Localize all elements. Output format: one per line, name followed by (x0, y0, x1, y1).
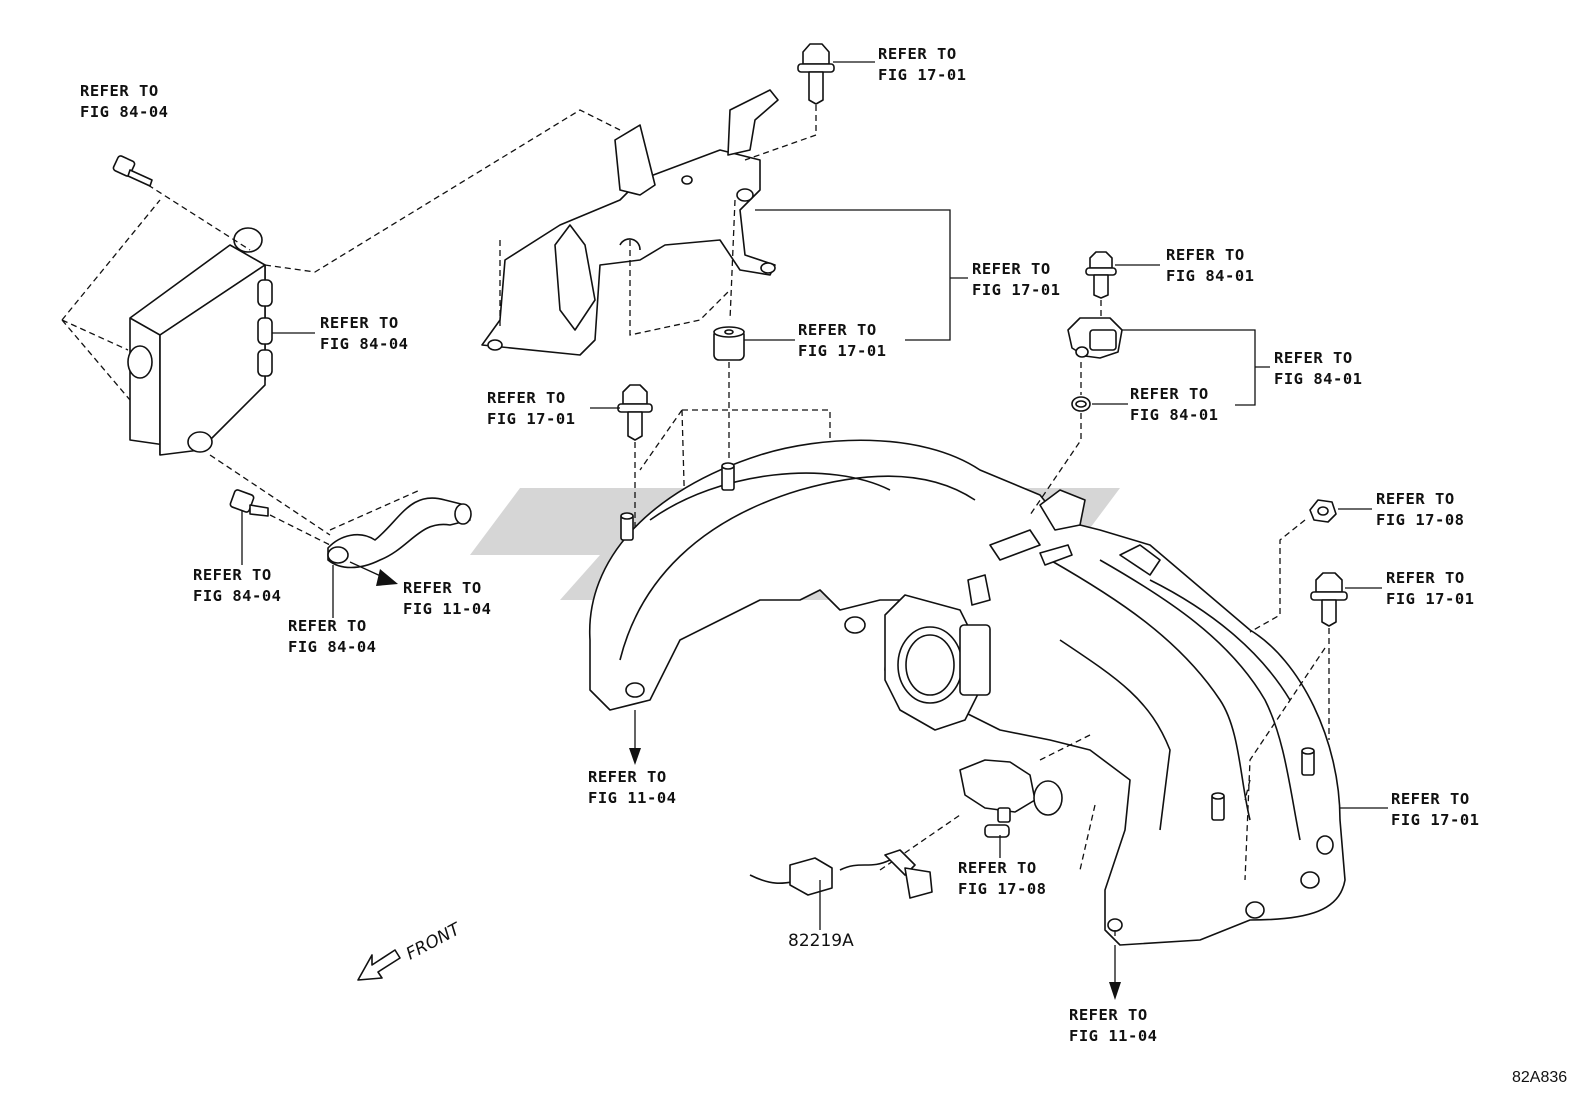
label-solenoid: REFER TO FIG 17-08 (958, 859, 1047, 898)
bracket-part[interactable] (481, 89, 779, 356)
bracket-bolt-top-part[interactable] (797, 43, 835, 105)
part-number-label: 82219A (788, 931, 854, 951)
label-cushion: REFER TO FIG 17-01 (798, 321, 887, 360)
front-label: FRONT (403, 919, 465, 965)
label-nut: REFER TO FIG 17-08 (1376, 490, 1465, 529)
label-bracket: REFER TO FIG 17-01 (972, 260, 1061, 299)
svg-text:REFER TO: REFER TO (320, 314, 399, 332)
label-manifold-bottom: REFER TO FIG 11-04 (1069, 1006, 1158, 1045)
svg-text:FIG 11-04: FIG 11-04 (1069, 1027, 1158, 1045)
svg-text:FIG 84-01: FIG 84-01 (1130, 406, 1219, 424)
solenoid-dash (879, 734, 1091, 871)
svg-text:FIG 11-04: FIG 11-04 (403, 600, 492, 618)
solenoid-part[interactable] (959, 759, 1063, 838)
label-ecu-module: REFER TO FIG 84-04 (320, 314, 409, 353)
svg-text:FIG 84-04: FIG 84-04 (320, 335, 409, 353)
svg-text:REFER TO: REFER TO (1376, 490, 1455, 508)
svg-text:REFER TO: REFER TO (487, 389, 566, 407)
svg-text:REFER TO: REFER TO (1391, 790, 1470, 808)
svg-text:REFER TO: REFER TO (972, 260, 1051, 278)
ecu-module-part[interactable] (127, 227, 273, 456)
label-sensor: REFER TO FIG 84-01 (1274, 349, 1363, 388)
svg-text:FIG 84-01: FIG 84-01 (1166, 267, 1255, 285)
svg-text:REFER TO: REFER TO (958, 859, 1037, 877)
right-dash (1244, 519, 1330, 881)
sensor-bolt-part[interactable] (1085, 251, 1117, 299)
ecu-dash-lines (61, 109, 621, 536)
svg-text:FIG 17-08: FIG 17-08 (1376, 511, 1465, 529)
hose-dash (269, 489, 421, 546)
svg-text:FIG 84-04: FIG 84-04 (288, 638, 377, 656)
svg-text:FIG 17-01: FIG 17-01 (1391, 811, 1480, 829)
svg-text:FIG 84-04: FIG 84-04 (80, 103, 169, 121)
sensor-dash (1029, 300, 1102, 516)
svg-text:FIG 84-01: FIG 84-01 (1274, 370, 1363, 388)
label-hose-arrow: REFER TO FIG 11-04 (403, 579, 492, 618)
svg-text:FIG 17-01: FIG 17-01 (972, 281, 1061, 299)
hose-part[interactable] (327, 497, 472, 569)
svg-text:FIG 17-01: FIG 17-01 (1386, 590, 1475, 608)
svg-text:REFER TO: REFER TO (403, 579, 482, 597)
svg-text:REFER TO: REFER TO (1069, 1006, 1148, 1024)
o-ring-part[interactable] (1071, 396, 1091, 412)
label-ecu-bolt: REFER TO FIG 84-04 (80, 82, 169, 121)
label-hose-bolt: REFER TO FIG 84-04 (193, 566, 282, 605)
label-bracket-bolt-top: REFER TO FIG 17-01 (878, 45, 967, 84)
svg-text:FIG 84-04: FIG 84-04 (193, 587, 282, 605)
label-manifold-right: REFER TO FIG 17-01 (1391, 790, 1480, 829)
svg-text:REFER TO: REFER TO (588, 768, 667, 786)
bottom-dash (1079, 804, 1116, 940)
hose-arrow-head (376, 569, 398, 586)
svg-text:REFER TO: REFER TO (798, 321, 877, 339)
front-arrow (357, 949, 401, 981)
label-hose-clip: REFER TO FIG 84-04 (288, 617, 377, 656)
svg-text:FIG 17-01: FIG 17-01 (487, 410, 576, 428)
bracket-dash-lines (499, 105, 817, 336)
stud-bolt-part[interactable] (1310, 572, 1348, 627)
cushion-part[interactable] (713, 326, 745, 361)
label-manifold-bolt: REFER TO FIG 17-01 (487, 389, 576, 428)
svg-text:REFER TO: REFER TO (1166, 246, 1245, 264)
label-manifold-left: REFER TO FIG 11-04 (588, 768, 677, 807)
intake-manifold-part[interactable] (589, 439, 1346, 946)
label-sensor-bolt: REFER TO FIG 84-01 (1166, 246, 1255, 285)
hose-bolt-part[interactable] (229, 489, 269, 517)
svg-text:FIG 17-08: FIG 17-08 (958, 880, 1047, 898)
ecu-bolt-part[interactable] (112, 155, 153, 187)
nut-part[interactable] (1309, 499, 1337, 523)
harness-part[interactable] (749, 849, 933, 899)
figure-code: 82A836 (1512, 1069, 1567, 1086)
svg-text:FIG 17-01: FIG 17-01 (878, 66, 967, 84)
svg-text:REFER TO: REFER TO (1274, 349, 1353, 367)
arrow-bottom-head (1109, 982, 1121, 1000)
svg-text:FIG 17-01: FIG 17-01 (798, 342, 887, 360)
label-o-ring: REFER TO FIG 84-01 (1130, 385, 1219, 424)
svg-text:REFER TO: REFER TO (1386, 569, 1465, 587)
sensor-part[interactable] (1067, 317, 1123, 359)
svg-text:REFER TO: REFER TO (80, 82, 159, 100)
manifold-bolt-part[interactable] (617, 384, 653, 441)
arrow-left-head (629, 748, 641, 765)
label-stud-bolt: REFER TO FIG 17-01 (1386, 569, 1475, 608)
svg-text:REFER TO: REFER TO (288, 617, 367, 635)
svg-text:REFER TO: REFER TO (878, 45, 957, 63)
svg-text:REFER TO: REFER TO (1130, 385, 1209, 403)
svg-text:REFER TO: REFER TO (193, 566, 272, 584)
svg-text:FIG 11-04: FIG 11-04 (588, 789, 677, 807)
leader-lines (241, 61, 1388, 930)
